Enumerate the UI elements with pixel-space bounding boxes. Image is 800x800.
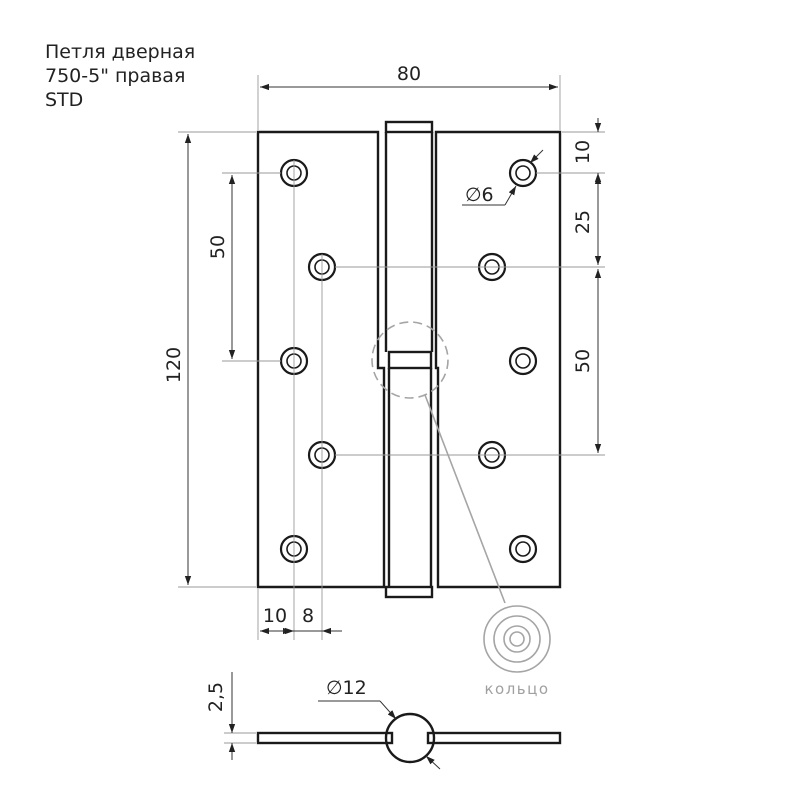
knuckle-barrel [384, 120, 434, 599]
hinge-side-view: 2,5 ∅12 [205, 672, 562, 770]
dimension-labels: 80 120 50 10 25 50 ∅6 10 8 [163, 63, 594, 627]
dim-edge-10: 10 [263, 605, 287, 627]
screw-holes [279, 158, 538, 564]
dim-top-10: 10 [572, 140, 594, 164]
ring-label: кольцо [484, 680, 549, 698]
dim-right-25: 25 [572, 210, 594, 234]
extension-lines [178, 75, 605, 640]
dim-height-120: 120 [163, 347, 185, 383]
right-leaf [434, 130, 562, 589]
dim-hole-diameter: ∅6 [465, 184, 494, 206]
title-block: Петля дверная 750-5" правая STD [45, 41, 195, 111]
dimension-lines [184, 83, 602, 635]
dim-width-80: 80 [397, 63, 421, 85]
dim-thickness: 2,5 [205, 682, 227, 712]
left-leaf [256, 130, 386, 589]
detail-circle [371, 321, 449, 399]
dim-stagger-8: 8 [302, 605, 314, 627]
side-leaf-right [426, 731, 562, 745]
hinge-front-view [256, 120, 562, 599]
title-line-1: Петля дверная [45, 41, 195, 63]
side-leaf-left [256, 731, 394, 745]
hole-right-3 [508, 346, 538, 376]
ring-callout: кольцо [371, 321, 551, 698]
hole-right-1 [508, 158, 538, 188]
side-knuckle [384, 712, 436, 764]
hole-right-5 [508, 534, 538, 564]
title-line-2: 750-5" правая [45, 65, 185, 87]
dim-left-50: 50 [207, 235, 229, 259]
ring-icon [483, 605, 551, 673]
dim-right-50: 50 [572, 349, 594, 373]
callout-leader [424, 394, 506, 604]
title-line-3: STD [45, 89, 83, 111]
dim-knuckle-diameter: ∅12 [326, 677, 367, 699]
